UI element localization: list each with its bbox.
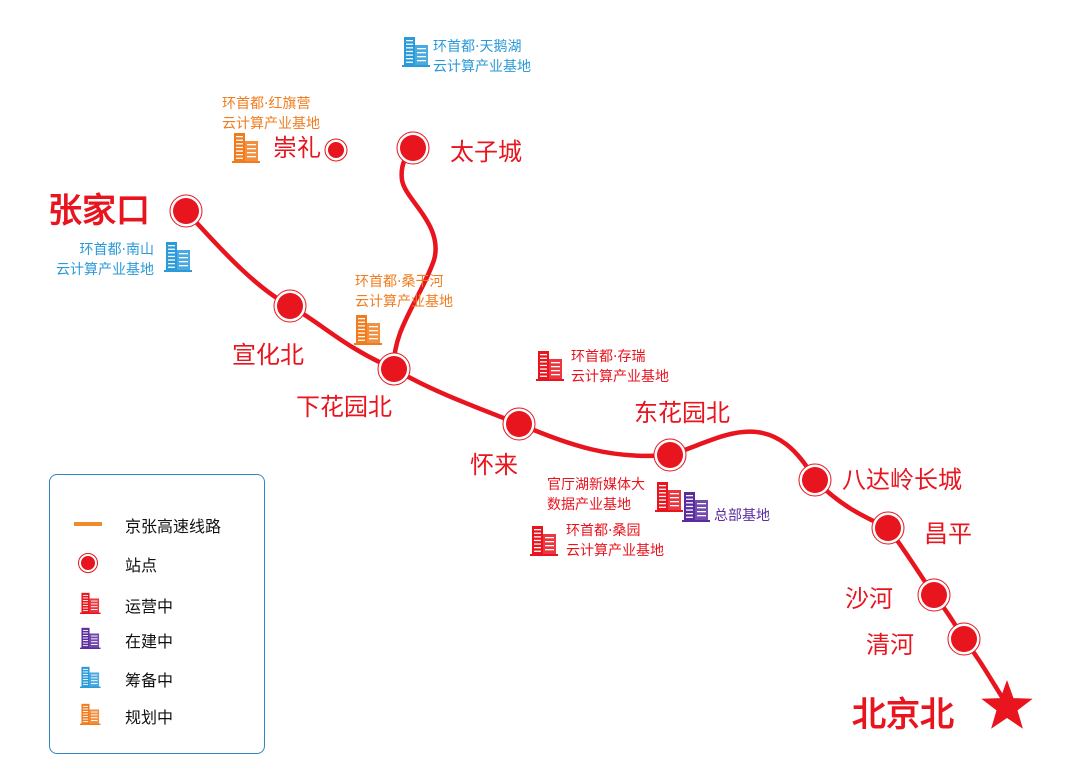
station-label-badaling: 八达岭长城 <box>842 466 962 494</box>
base-line: 官厅湖新媒体大 <box>547 477 645 493</box>
route-line-swatch <box>74 522 102 526</box>
building-icon-cunrui <box>536 351 564 381</box>
legend-label: 运营中 <box>125 597 174 616</box>
legend-item-station: 站点 <box>50 549 264 577</box>
legend-label: 在建中 <box>125 632 174 651</box>
legend-label: 筹备中 <box>125 671 174 690</box>
station-marker-qinghe <box>947 622 981 656</box>
base-line: 环首都·天鹅湖 <box>433 39 522 55</box>
base-label-tianehu: 环首都·天鹅湖 云计算产业基地 <box>433 37 531 77</box>
building-icon-planned <box>80 703 101 725</box>
station-label-huailai: 怀来 <box>470 451 518 479</box>
base-line: 环首都·南山 <box>79 242 154 258</box>
station-label-changping: 昌平 <box>924 520 972 548</box>
station-label-zhangjiakou: 张家口 <box>48 191 150 231</box>
station-label-beijingbei: 北京北 <box>852 695 954 735</box>
station-label-xuanhuabei: 宣化北 <box>232 341 304 369</box>
station-marker-zhangjiakou <box>169 194 203 228</box>
base-line: 总部基地 <box>714 508 770 524</box>
building-icon-guantinghu <box>655 482 683 512</box>
building-icon-preparing <box>80 666 101 688</box>
base-label-sangganhe: 环首都·桑干河 云计算产业基地 <box>355 272 453 312</box>
base-line: 环首都·桑园 <box>566 523 641 539</box>
legend-label: 站点 <box>125 556 158 575</box>
station-label-donghuayuanbei: 东花园北 <box>634 399 730 427</box>
station-marker-changping <box>871 511 905 545</box>
building-icon-operating <box>80 592 101 614</box>
station-label-taizicheng: 太子城 <box>450 138 522 166</box>
base-line: 云计算产业基地 <box>571 369 669 385</box>
base-line: 云计算产业基地 <box>566 543 664 559</box>
base-label-zongbu: 总部基地 <box>714 506 770 526</box>
station-marker-xiahuayuanbei <box>377 352 411 386</box>
building-icon-under-construction <box>80 627 101 649</box>
base-line: 云计算产业基地 <box>222 116 320 132</box>
base-line: 环首都·红旗营 <box>222 96 311 112</box>
station-icon <box>78 553 98 573</box>
base-line: 数据产业基地 <box>547 497 631 513</box>
station-marker-xuanhuabei <box>273 289 307 323</box>
legend-item-route: 京张高速线路 <box>50 510 264 538</box>
building-icon-tianehu <box>402 37 430 67</box>
station-marker-taizicheng <box>396 131 430 165</box>
base-label-nanshan: 环首都·南山 云计算产业基地 <box>56 240 154 280</box>
station-label-xiahuayuanbei: 下花园北 <box>296 393 392 421</box>
base-line: 云计算产业基地 <box>433 59 531 75</box>
legend-label: 规划中 <box>125 708 174 727</box>
station-label-qinghe: 清河 <box>866 631 914 659</box>
building-icon-zongbu <box>682 492 710 522</box>
station-marker-shahe <box>917 578 951 612</box>
base-line: 环首都·存瑞 <box>571 349 646 365</box>
station-label-chongli: 崇礼 <box>273 134 321 162</box>
base-label-cunrui: 环首都·存瑞 云计算产业基地 <box>571 347 669 387</box>
legend: 京张高速线路 站点 运营中 在建中 筹备中 规划中 <box>49 474 265 754</box>
taizicheng-branch-line <box>391 145 438 372</box>
base-line: 环首都·桑干河 <box>355 274 444 290</box>
station-marker-chongli <box>324 138 348 162</box>
building-icon-sangyuan <box>530 526 558 556</box>
terminus-star-icon <box>981 680 1033 729</box>
base-line: 云计算产业基地 <box>56 262 154 278</box>
base-label-hongqiying: 环首都·红旗营 云计算产业基地 <box>222 94 320 134</box>
base-line: 云计算产业基地 <box>355 294 453 310</box>
base-label-guantinghu: 官厅湖新媒体大 数据产业基地 <box>547 475 645 515</box>
station-marker-donghuayuanbei <box>653 438 687 472</box>
building-icon-sangganhe <box>354 315 382 345</box>
building-icon-nanshan <box>164 242 192 272</box>
station-marker-badaling <box>798 463 832 497</box>
station-label-shahe: 沙河 <box>845 585 893 613</box>
base-label-sangyuan: 环首都·桑园 云计算产业基地 <box>566 521 664 561</box>
station-marker-huailai <box>502 407 536 441</box>
building-icon-hongqiying <box>232 133 260 163</box>
legend-label: 京张高速线路 <box>125 517 222 536</box>
